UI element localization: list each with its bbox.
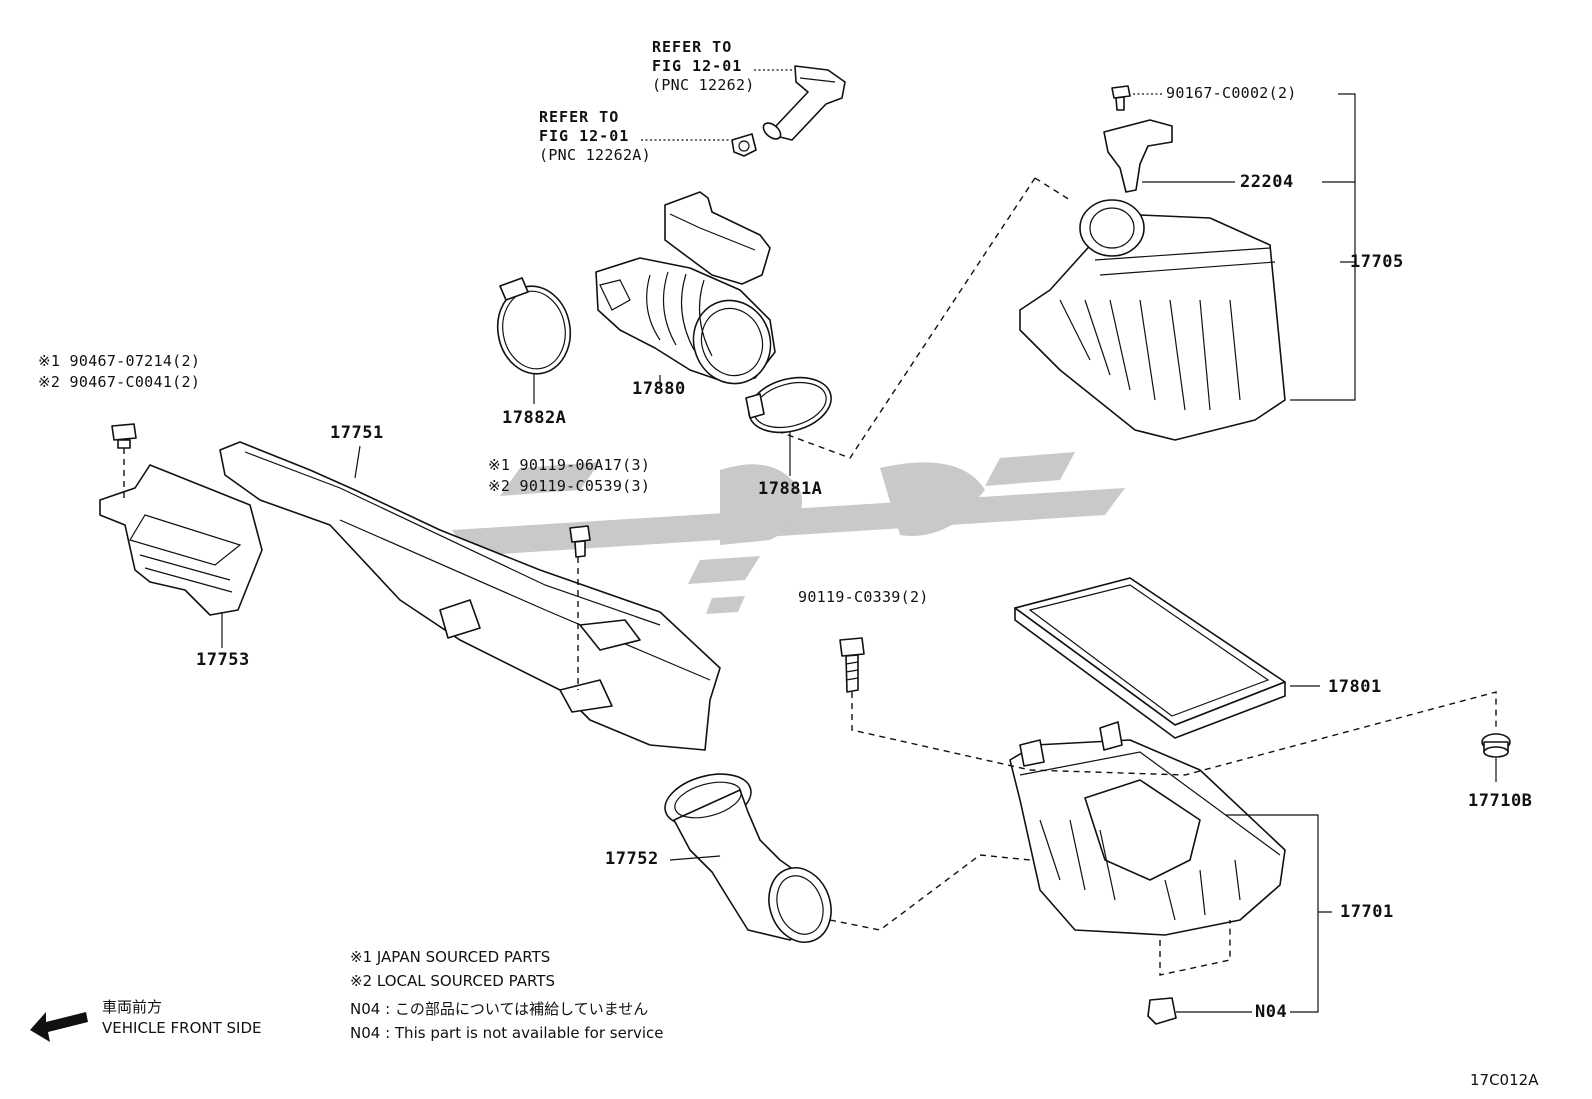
bolt-90119-06a17 bbox=[569, 525, 591, 558]
refer-line: REFER TO bbox=[652, 38, 733, 56]
bolt-90467 bbox=[111, 423, 137, 449]
part-label-90119-c0339: 90119-C0339(2) bbox=[798, 588, 929, 606]
front-arrow-icon bbox=[30, 1012, 88, 1042]
part-label-17882a: 17882A bbox=[502, 408, 567, 428]
part-label-17752: 17752 bbox=[605, 849, 659, 869]
leader-lines bbox=[123, 69, 1497, 1013]
air-cleaner-cap-17705 bbox=[1019, 199, 1286, 441]
part-label-90119-c0539: ※2 90119-C0539(3) bbox=[488, 477, 651, 495]
intake-hose-17880 bbox=[595, 191, 776, 385]
air-cleaner-case-17701 bbox=[1009, 721, 1286, 936]
inlet-duct-17751 bbox=[219, 441, 721, 751]
part-label-90467-c0041: ※2 90467-C0041(2) bbox=[38, 373, 201, 391]
note-n04-japanese: N04 : この部品については補給していません bbox=[350, 1000, 649, 1018]
note-local-sourced: ※2 LOCAL SOURCED PARTS bbox=[350, 972, 555, 990]
part-label-17753: 17753 bbox=[196, 650, 250, 670]
refer-fig-line: FIG 12-01 bbox=[652, 57, 743, 75]
part-label-n04: N04 bbox=[1255, 1002, 1288, 1022]
airflow-meter-22204 bbox=[1103, 119, 1173, 193]
elbow-hose-17752 bbox=[664, 773, 832, 943]
refer-pnc-line: (PNC 12262) bbox=[652, 76, 755, 94]
grommet-17710b bbox=[1481, 733, 1511, 758]
clamp-17881a bbox=[745, 376, 832, 434]
part-label-17751: 17751 bbox=[330, 423, 384, 443]
note-japan-sourced: ※1 JAPAN SOURCED PARTS bbox=[350, 948, 551, 966]
part-label-90167: 90167-C0002(2) bbox=[1166, 84, 1297, 102]
bolt-90119-c0339 bbox=[839, 637, 865, 693]
refer-line: REFER TO bbox=[539, 108, 620, 126]
part-label-22204: 22204 bbox=[1240, 172, 1294, 192]
clamp-17882a bbox=[496, 277, 572, 375]
front-label-japanese: 車両前方 bbox=[102, 998, 163, 1016]
refer-label-mid: REFER TO FIG 12-01 (PNC 12262A) bbox=[539, 110, 651, 163]
part-label-17881a: 17881A bbox=[758, 479, 823, 499]
pcv-hose-12262 bbox=[762, 65, 846, 141]
bracket-17753 bbox=[99, 464, 263, 616]
filter-element-17801 bbox=[1014, 577, 1286, 739]
refer-label-top: REFER TO FIG 12-01 (PNC 12262) bbox=[652, 40, 755, 93]
part-label-17880: 17880 bbox=[632, 379, 686, 399]
refer-fig-line: FIG 12-01 bbox=[539, 127, 630, 145]
note-n04-english: N04 : This part is not available for ser… bbox=[350, 1024, 664, 1042]
part-label-90119-06a17: ※1 90119-06A17(3) bbox=[488, 456, 651, 474]
watermark-logo bbox=[452, 452, 1125, 614]
figure-code: 17C012A bbox=[1470, 1071, 1539, 1089]
front-label-english: VEHICLE FRONT SIDE bbox=[102, 1019, 262, 1037]
part-label-90467-07214: ※1 90467-07214(2) bbox=[38, 352, 201, 370]
screw-90167 bbox=[1111, 85, 1131, 111]
drain-n04 bbox=[1147, 997, 1177, 1025]
clip-12262a bbox=[731, 133, 757, 157]
part-label-17801: 17801 bbox=[1328, 677, 1382, 697]
part-label-17705: 17705 bbox=[1350, 252, 1404, 272]
part-label-17701: 17701 bbox=[1340, 902, 1394, 922]
refer-pnc-line: (PNC 12262A) bbox=[539, 146, 651, 164]
part-label-17710b: 17710B bbox=[1468, 791, 1533, 811]
